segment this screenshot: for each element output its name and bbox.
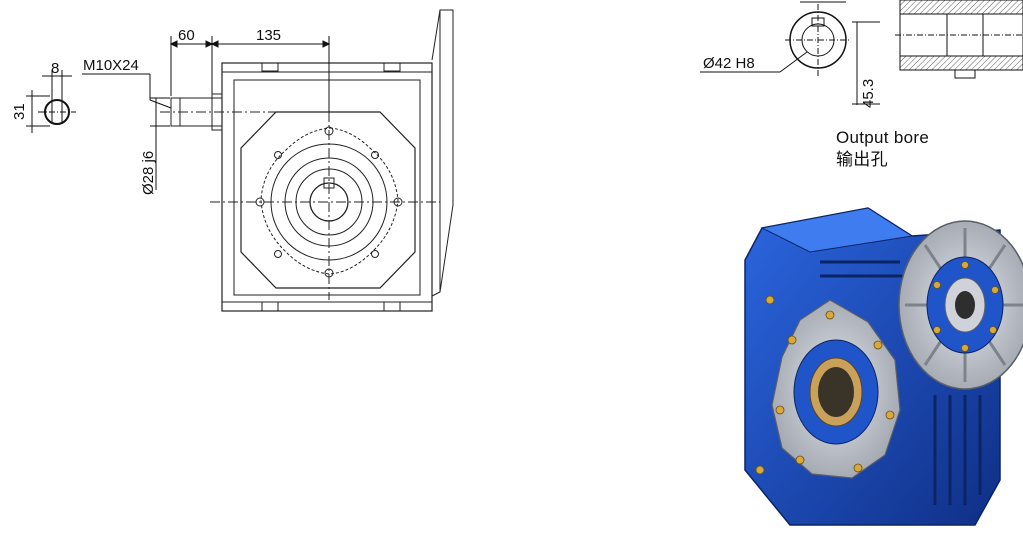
product-photo bbox=[744, 207, 1023, 526]
key-width-label: 8 bbox=[51, 60, 59, 77]
key-height-label: 31 bbox=[11, 103, 28, 120]
reducer-dimension-lines bbox=[82, 36, 331, 190]
reducer-front-view bbox=[160, 9, 454, 312]
shaft-key-section bbox=[26, 70, 76, 133]
shaft-offset-label: 60 bbox=[178, 27, 195, 44]
thread-label: M10X24 bbox=[83, 57, 139, 74]
caption-english: Output bore bbox=[836, 128, 929, 147]
output-bore-detail bbox=[700, 0, 1023, 105]
bore-diameter-label: Ø42 H8 bbox=[703, 55, 755, 72]
shaft-diameter-label: Ø28 j6 bbox=[140, 151, 157, 195]
center-distance-label: 135 bbox=[256, 27, 281, 44]
bore-depth-label: 45.3 bbox=[860, 79, 877, 108]
caption-chinese: 输出孔 bbox=[836, 150, 888, 169]
